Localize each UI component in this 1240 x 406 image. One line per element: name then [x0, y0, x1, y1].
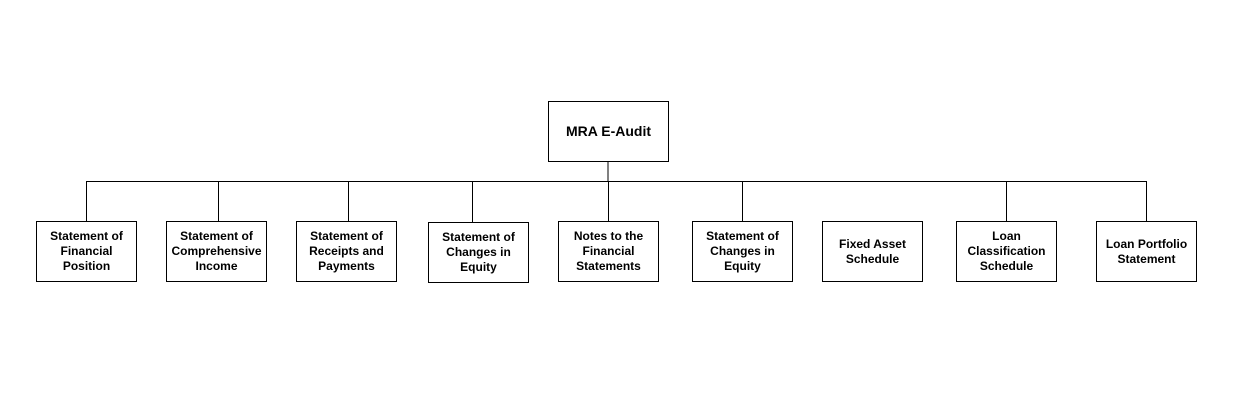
child-node-6: Statement of Changes in Equity	[692, 221, 793, 282]
child-node-label: Fixed Asset Schedule	[839, 236, 906, 266]
child-node-2: Statement of Comprehensive Income	[166, 221, 267, 282]
child-node-1: Statement of Financial Position	[36, 221, 137, 282]
root-node-label: MRA E-Audit	[565, 123, 652, 139]
child-node-5: Notes to the Financial Statements	[558, 221, 659, 282]
child-node-label: Statement of Comprehensive Income	[171, 229, 262, 273]
child-node-label: Statement of Receipts and Payments	[309, 229, 384, 273]
child-node-label: Statement of Changes in Equity	[706, 229, 779, 273]
child-node-label: Notes to the Financial Statements	[573, 229, 644, 273]
child-node-3: Statement of Receipts and Payments	[296, 221, 397, 282]
root-node: MRA E-Audit	[548, 101, 669, 162]
child-node-9: Loan Portfolio Statement	[1096, 221, 1197, 282]
child-node-4: Statement of Changes in Equity	[428, 222, 529, 283]
child-node-label: Statement of Financial Position	[50, 229, 123, 273]
child-node-7: Fixed Asset Schedule	[822, 221, 923, 282]
child-node-label: Statement of Changes in Equity	[442, 230, 515, 274]
child-node-8: Loan Classification Schedule	[956, 221, 1057, 282]
child-node-label: Loan Portfolio Statement	[1105, 236, 1188, 266]
child-node-label: Loan Classification Schedule	[967, 229, 1046, 273]
